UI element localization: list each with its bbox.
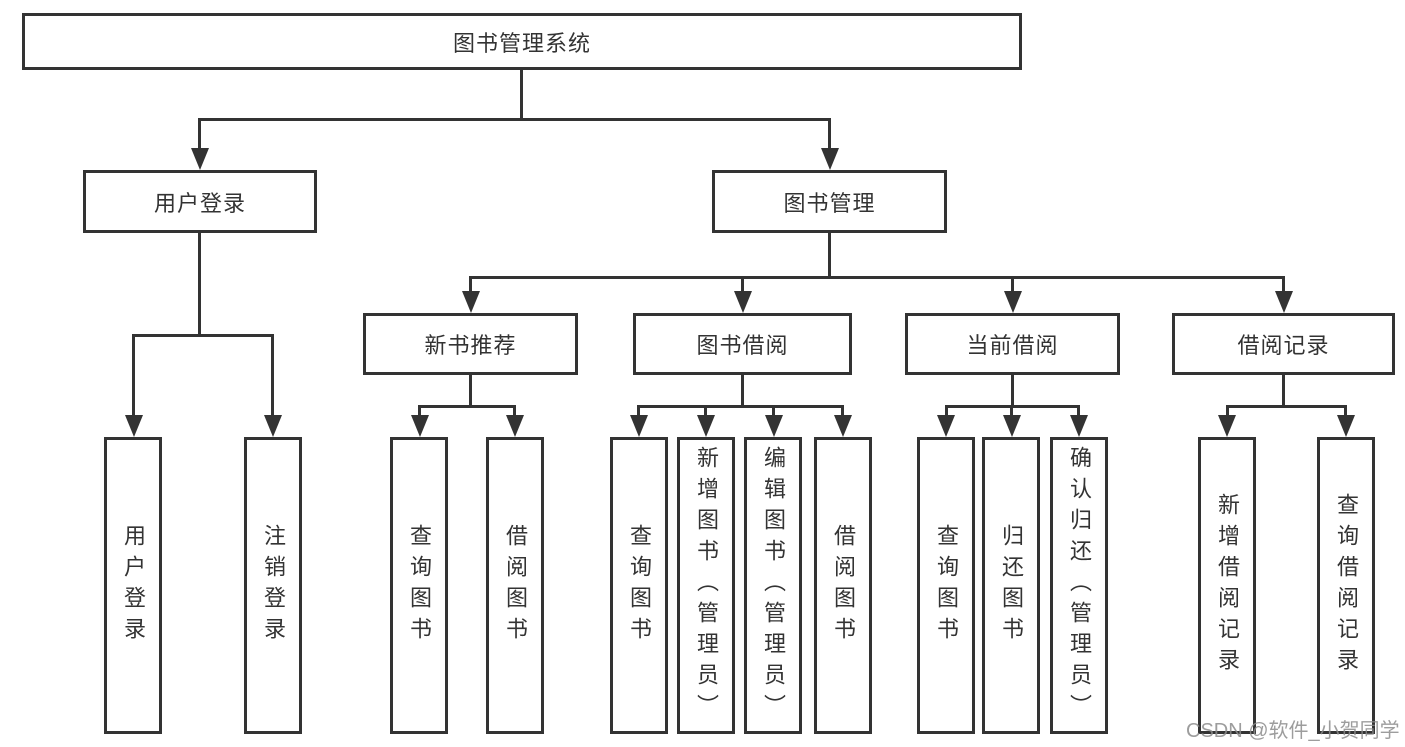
connector-line (1344, 405, 1347, 417)
arrow-down-icon (462, 291, 480, 313)
arrow-down-icon (1218, 415, 1236, 437)
connector-line (741, 276, 744, 293)
leaf-query-books-borrowing-label: 查询图书 (627, 523, 652, 648)
arrow-down-icon (264, 415, 282, 437)
leaf-confirm-return-admin-label: 确认归还（管理员） (1067, 446, 1092, 725)
node-book-borrowing: 图书借阅 (633, 313, 852, 375)
connector-line (469, 276, 1285, 279)
arrow-down-icon (191, 148, 209, 170)
leaf-user-login: 用户登录 (104, 437, 162, 734)
arrow-down-icon (765, 415, 783, 437)
connector-line (469, 276, 472, 293)
node-book-management: 图书管理 (712, 170, 947, 233)
arrow-down-icon (697, 415, 715, 437)
node-book-borrowing-label: 图书借阅 (696, 333, 789, 358)
csdn-watermark: CSDN @软件_小贺同学 (1186, 720, 1400, 742)
connector-line (1011, 374, 1014, 407)
connector-line (828, 119, 831, 150)
leaf-add-book-admin: 新增图书（管理员） (677, 437, 735, 734)
connector-line (198, 118, 831, 121)
connector-line (1282, 374, 1285, 407)
connector-line (704, 405, 707, 417)
node-current-borrowing: 当前借阅 (905, 313, 1120, 375)
connector-line (828, 233, 831, 278)
connector-line (198, 119, 201, 150)
arrow-down-icon (630, 415, 648, 437)
connector-line (741, 374, 744, 407)
leaf-return-books-label: 归还图书 (999, 523, 1024, 648)
connector-line (841, 405, 844, 417)
connector-line (1226, 405, 1347, 408)
arrow-down-icon (1275, 291, 1293, 313)
arrow-down-icon (1337, 415, 1355, 437)
arrow-down-icon (821, 148, 839, 170)
arrow-down-icon (1003, 415, 1021, 437)
leaf-edit-book-admin-label: 编辑图书（管理员） (761, 446, 786, 725)
node-root: 图书管理系统 (22, 13, 1022, 70)
arrow-down-icon (1070, 415, 1088, 437)
leaf-borrow-books-borrowing: 借阅图书 (814, 437, 872, 734)
node-user-login: 用户登录 (83, 170, 317, 233)
arrow-down-icon (506, 415, 524, 437)
arrow-down-icon (734, 291, 752, 313)
connector-line (637, 405, 640, 417)
node-borrowing-records-label: 借阅记录 (1237, 333, 1330, 358)
connector-line (637, 405, 844, 408)
arrow-down-icon (1004, 291, 1022, 313)
leaf-logout: 注销登录 (244, 437, 302, 734)
node-book-management-label: 图书管理 (783, 190, 876, 216)
connector-line (132, 334, 135, 417)
connector-line (1077, 405, 1080, 417)
node-new-book-recommendation-label: 新书推荐 (424, 333, 517, 358)
leaf-query-books-borrowing: 查询图书 (610, 437, 668, 734)
connector-line (271, 334, 274, 417)
connector-line (1226, 405, 1229, 417)
leaf-query-borrow-record: 查询借阅记录 (1317, 437, 1375, 734)
node-user-login-label: 用户登录 (153, 190, 246, 216)
leaf-add-borrow-record: 新增借阅记录 (1198, 437, 1256, 734)
connector-line (1010, 405, 1013, 417)
connector-line (198, 233, 201, 336)
connector-line (513, 405, 516, 417)
leaf-query-books-current-label: 查询图书 (934, 523, 959, 648)
arrow-down-icon (937, 415, 955, 437)
leaf-borrow-books-borrowing-label: 借阅图书 (831, 523, 856, 648)
connector-line (520, 69, 523, 120)
leaf-borrow-books-recommend-label: 借阅图书 (503, 523, 528, 648)
leaf-edit-book-admin: 编辑图书（管理员） (744, 437, 802, 734)
leaf-confirm-return-admin: 确认归还（管理员） (1050, 437, 1108, 734)
connector-line (772, 405, 775, 417)
leaf-query-books-recommend: 查询图书 (390, 437, 448, 734)
connector-line (418, 405, 421, 417)
connector-line (418, 405, 516, 408)
arrow-down-icon (834, 415, 852, 437)
connector-line (469, 374, 472, 407)
leaf-add-book-admin-label: 新增图书（管理员） (694, 446, 719, 725)
connector-line (132, 334, 274, 337)
node-root-label: 图书管理系统 (452, 30, 591, 56)
leaf-add-borrow-record-label: 新增借阅记录 (1215, 492, 1240, 679)
node-borrowing-records: 借阅记录 (1172, 313, 1395, 375)
node-new-book-recommendation: 新书推荐 (363, 313, 578, 375)
leaf-logout-label: 注销登录 (261, 523, 286, 648)
node-current-borrowing-label: 当前借阅 (966, 333, 1059, 358)
arrow-down-icon (125, 415, 143, 437)
leaf-user-login-label: 用户登录 (121, 523, 146, 648)
connector-line (945, 405, 948, 417)
leaf-query-borrow-record-label: 查询借阅记录 (1334, 492, 1359, 679)
leaf-return-books: 归还图书 (982, 437, 1040, 734)
leaf-query-books-current: 查询图书 (917, 437, 975, 734)
leaf-query-books-recommend-label: 查询图书 (407, 523, 432, 648)
connector-line (1011, 276, 1014, 293)
arrow-down-icon (411, 415, 429, 437)
leaf-borrow-books-recommend: 借阅图书 (486, 437, 544, 734)
connector-line (1282, 276, 1285, 293)
